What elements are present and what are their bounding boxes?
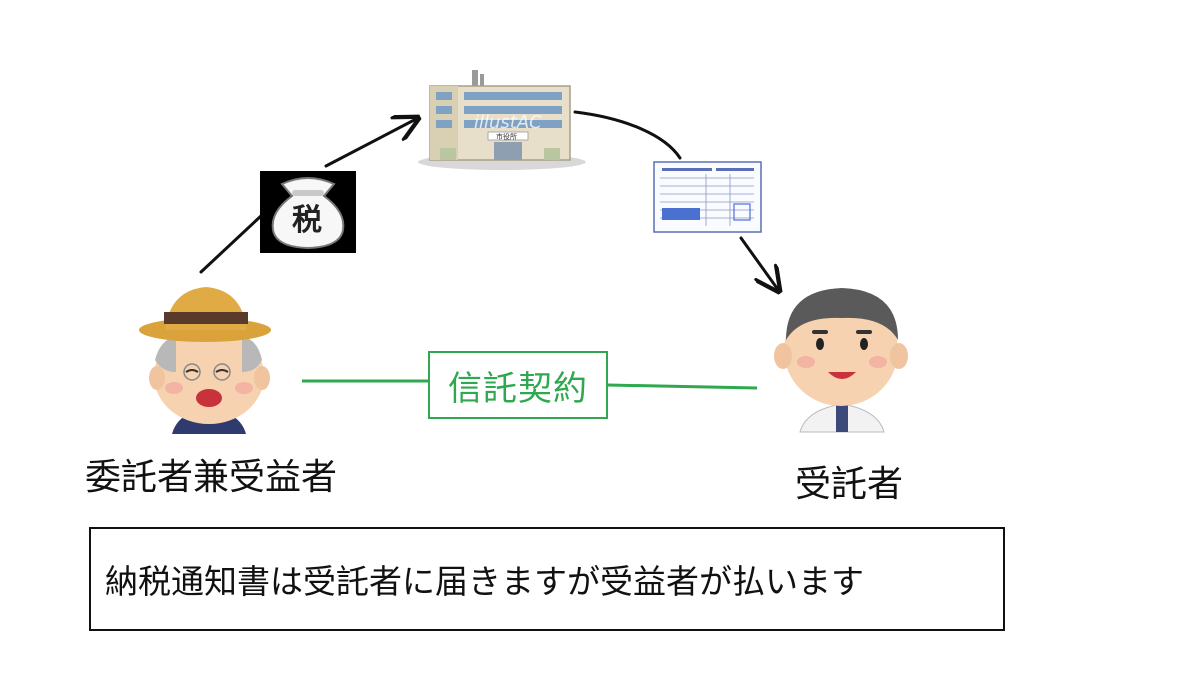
contract-line-right [607,383,758,390]
note-text: 納税通知書は受託者に届きますが受益者が払います [105,562,864,601]
tax-bag-label: 税 [292,203,322,238]
arrow-tax-to-city-hall [324,118,418,168]
arrow-notice-to-trustee [739,236,779,291]
trust-contract-box: 信託契約 [428,351,608,419]
trustee-label: 受託者 [795,464,904,505]
arrow-city-hall-to-notice [573,110,682,160]
trust-contract-label: 信託契約 [448,368,588,409]
city-hall-sign: 市役所 [496,132,517,141]
arrow-entrustor-to-tax-segment [199,213,264,274]
illustac-watermark: illustAC [474,112,542,133]
entrustor-beneficiary-label: 委託者兼受益者 [85,457,338,498]
note-box: 納税通知書は受託者に届きますが受益者が払います [89,527,1005,631]
